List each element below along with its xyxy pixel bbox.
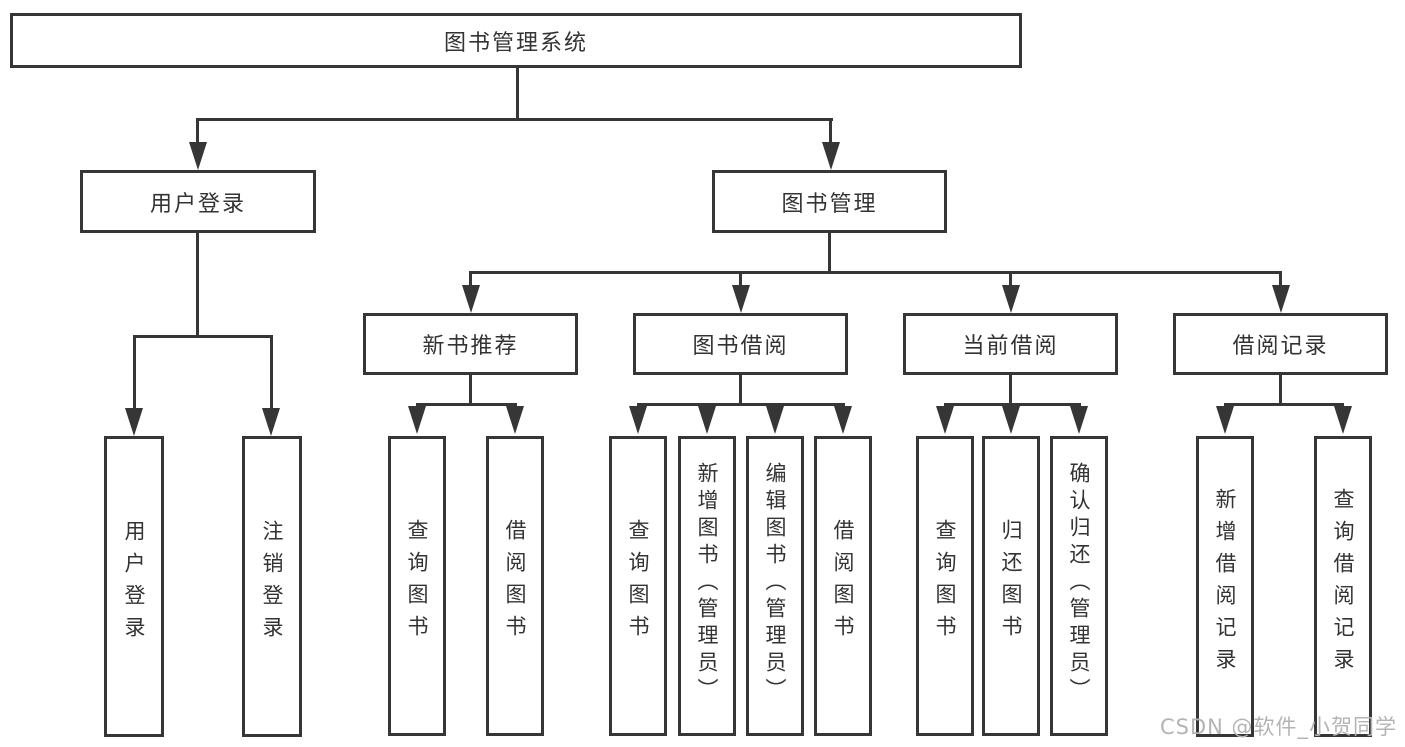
connector-line xyxy=(196,233,199,337)
node-new-book-recommend: 新书推荐 xyxy=(363,313,578,375)
arrowhead xyxy=(506,406,524,434)
leaf-query-books-recommend: 查询图书 xyxy=(388,436,446,736)
connector-line xyxy=(469,271,472,287)
arrowhead xyxy=(189,142,207,170)
arrowhead xyxy=(125,408,143,436)
connector-line xyxy=(469,271,1282,274)
arrowhead xyxy=(408,406,426,434)
connector-line xyxy=(739,375,742,406)
connector-line xyxy=(828,233,831,274)
arrowhead xyxy=(462,285,480,313)
arrowhead xyxy=(732,285,750,313)
leaf-edit-books-admin: 编辑图书（管理员） xyxy=(746,436,804,736)
leaf-add-borrow-record: 新增借阅记录 xyxy=(1196,436,1254,737)
arrowhead xyxy=(1272,285,1290,313)
connector-line xyxy=(270,335,273,410)
connector-line xyxy=(1279,375,1282,406)
connector-line xyxy=(1279,271,1282,287)
node-current-borrow: 当前借阅 xyxy=(903,313,1118,375)
leaf-return-books: 归还图书 xyxy=(982,436,1040,736)
arrowhead xyxy=(834,406,852,434)
connector-line xyxy=(133,335,136,410)
connector-line xyxy=(1009,271,1012,287)
connector-line xyxy=(416,403,517,406)
leaf-query-books-borrow: 查询图书 xyxy=(609,436,667,736)
arrowhead xyxy=(822,142,840,170)
arrowhead xyxy=(1216,406,1234,434)
arrowhead xyxy=(1334,406,1352,434)
leaf-query-books-current: 查询图书 xyxy=(916,436,974,736)
connector-line xyxy=(739,271,742,287)
node-book-management: 图书管理 xyxy=(712,170,947,233)
arrowhead xyxy=(936,406,954,434)
arrowhead xyxy=(629,406,647,434)
arrowhead xyxy=(698,406,716,434)
connector-line xyxy=(829,118,832,144)
node-user-login: 用户登录 xyxy=(80,170,316,233)
leaf-user-login: 用户登录 xyxy=(104,436,164,737)
leaf-add-books-admin: 新增图书（管理员） xyxy=(678,436,736,736)
leaf-logout: 注销登录 xyxy=(242,436,302,737)
leaf-query-borrow-record: 查询借阅记录 xyxy=(1314,436,1372,737)
node-library-management-system: 图书管理系统 xyxy=(10,13,1022,68)
connector-line xyxy=(196,118,199,144)
node-book-borrow: 图书借阅 xyxy=(633,313,848,375)
connector-line xyxy=(196,118,833,121)
connector-line xyxy=(469,375,472,406)
leaf-borrow-books-recommend: 借阅图书 xyxy=(486,436,544,736)
connector-line xyxy=(1224,403,1344,406)
connector-line xyxy=(1009,375,1012,406)
arrowhead xyxy=(1002,406,1020,434)
arrowhead xyxy=(262,408,280,436)
connector-line xyxy=(944,403,1081,406)
connector-line xyxy=(637,403,845,406)
csdn-watermark: CSDN @软件_小贺同学 xyxy=(1160,715,1398,739)
node-borrow-records: 借阅记录 xyxy=(1173,313,1388,375)
connector-line xyxy=(516,68,519,121)
arrowhead xyxy=(766,406,784,434)
leaf-borrow-books: 借阅图书 xyxy=(814,436,872,736)
arrowhead xyxy=(1002,285,1020,313)
connector-line xyxy=(133,335,273,338)
leaf-confirm-return-admin: 确认归还（管理员） xyxy=(1050,436,1108,736)
arrowhead xyxy=(1070,406,1088,434)
